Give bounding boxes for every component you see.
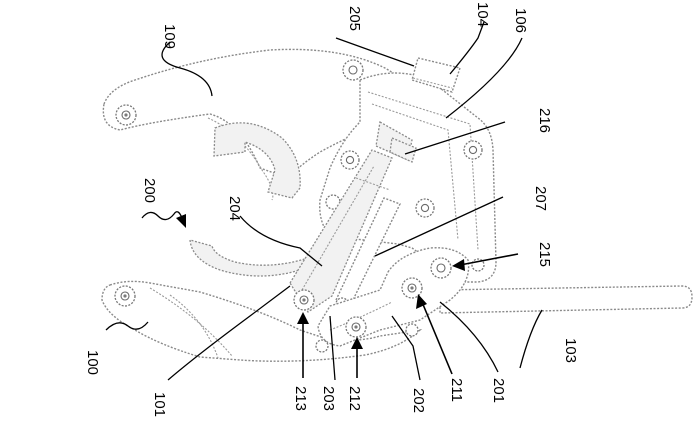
ref-215: 215 xyxy=(536,242,553,267)
ref-200: 200 xyxy=(141,178,158,203)
ref-202: 202 xyxy=(410,388,427,413)
ref-101: 101 xyxy=(151,392,168,417)
ref-205: 205 xyxy=(346,6,363,31)
ref-106: 106 xyxy=(512,8,529,33)
handle-bar xyxy=(439,285,693,314)
button xyxy=(411,57,461,93)
leader-lines xyxy=(105,21,543,381)
ref-204: 204 xyxy=(226,196,243,221)
ref-201: 201 xyxy=(490,378,507,403)
ref-100: 100 xyxy=(84,350,101,375)
ref-212: 212 xyxy=(346,386,363,411)
pointer-arrows xyxy=(297,253,519,378)
ref-104: 104 xyxy=(474,2,491,27)
pipe-hook xyxy=(189,122,310,277)
link-bar xyxy=(289,149,401,313)
ref-216: 216 xyxy=(536,108,553,133)
ref-109: 109 xyxy=(161,24,178,49)
assembly-arrow xyxy=(141,211,186,228)
reference-numerals: 109 205 104 106 216 200 204 207 215 100 … xyxy=(84,2,579,417)
ref-203: 203 xyxy=(320,386,337,411)
ref-207: 207 xyxy=(532,186,549,211)
lever-plate xyxy=(315,247,470,353)
ref-103: 103 xyxy=(562,338,579,363)
ref-211: 211 xyxy=(448,378,465,402)
ref-213: 213 xyxy=(292,386,309,411)
